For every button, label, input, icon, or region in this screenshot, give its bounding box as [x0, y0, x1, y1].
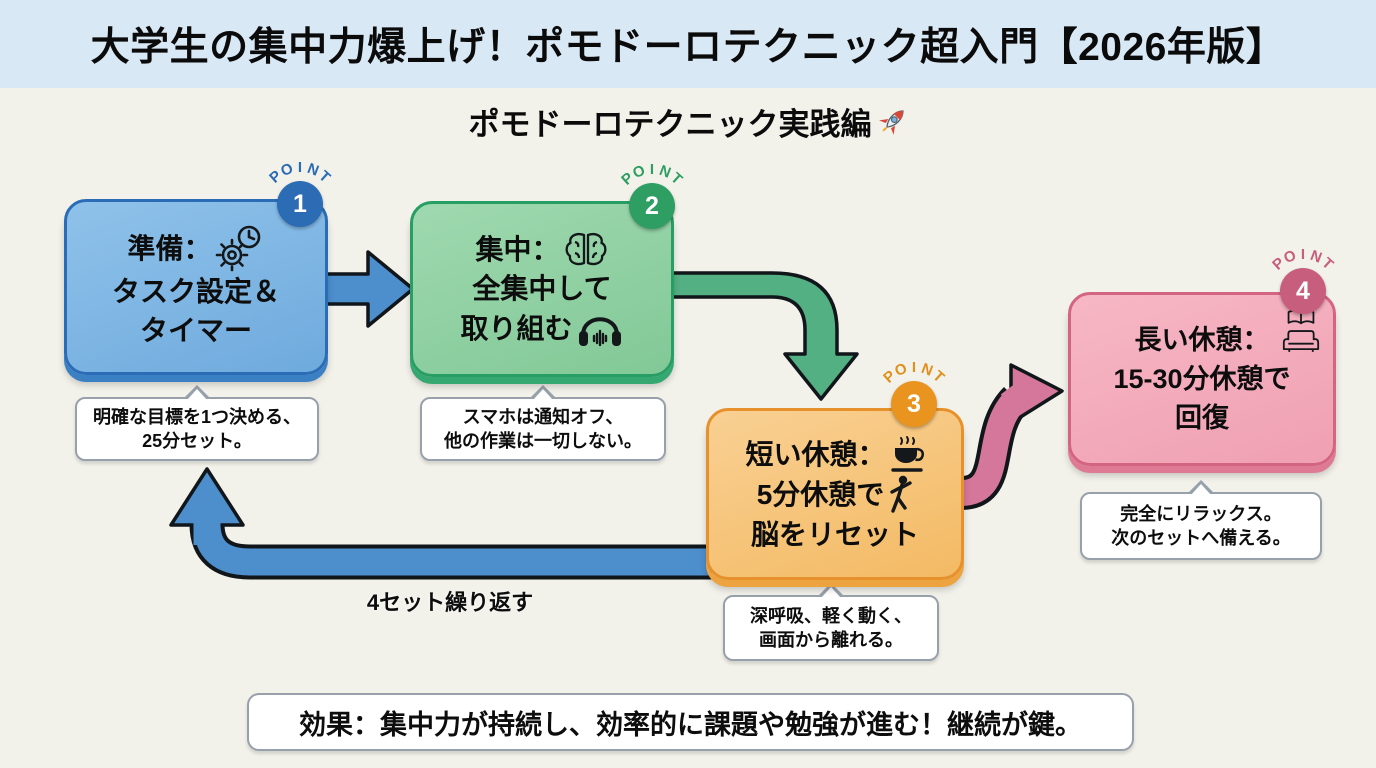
step3-line-3: 脳をリセット: [751, 515, 919, 554]
step4-title: 長い休憩：: [1134, 324, 1270, 355]
step4-line-2: 15-30分休憩で: [1113, 360, 1290, 399]
step3-line-3-text: 脳をリセット: [750, 518, 919, 550]
callout-step1-line1: 明確な目標を1つ決める、: [92, 406, 301, 427]
step2-line-3-text: 取り組む: [460, 312, 573, 344]
point-number-2: 2: [645, 191, 659, 220]
point-badge-4: 4: [1280, 268, 1326, 314]
step3-line-2-text: 5分休憩で: [756, 479, 885, 510]
point-number-3: 3: [907, 389, 921, 418]
callout-step3: 深呼吸、軽く動く、 画面から離れる。: [723, 583, 939, 661]
step4-box: 長い休憩： 15-30分休憩で 回復: [1068, 292, 1336, 466]
headphones-icon: [578, 317, 621, 347]
step3-title: 短い休憩：: [745, 439, 886, 470]
step1-title: 準備：: [127, 232, 212, 264]
callout-step4: 完全にリラックス。 次のセットへ備える。: [1080, 480, 1322, 560]
step4-line-2-text: 15-30分休憩で: [1113, 363, 1291, 394]
step2-title: 集中：: [475, 234, 560, 265]
point-badge-3: 3: [891, 381, 937, 427]
step4-line-3: 回復: [1175, 399, 1229, 438]
point-badge-1: 1: [277, 181, 323, 227]
step2-line-3: 取り組む: [460, 308, 623, 348]
step1-line-1: 準備：: [127, 224, 264, 272]
page-title: 大学生の集中力爆上げ！ポモドーロテクニック超入門【2026年版】: [90, 26, 1286, 69]
step1-line-2-text: タスク設定＆: [111, 276, 280, 307]
step1-line-3-text: タイマー: [139, 315, 252, 346]
arrow-step2-to-step3: [668, 271, 859, 401]
coffee-icon: [890, 435, 924, 472]
callout-step1-line2: 25分セット。: [142, 431, 252, 451]
effect-text: 効果：集中力が持続し、効率的に課題や勉強が進む！継続が鍵。: [299, 709, 1082, 740]
callout-step4-line2: 次のセットへ備える。: [1111, 528, 1291, 548]
point-number-1: 1: [293, 189, 307, 218]
step2-line-2: 全集中して: [472, 269, 611, 308]
step3-box: 短い休憩： 5分休憩で: [706, 408, 964, 580]
callout-step3-line1: 深呼吸、軽く動く、: [750, 605, 912, 626]
arrow-step1-to-step2: [322, 250, 415, 328]
step4-line-3-text: 回復: [1175, 402, 1229, 433]
arrow-step3-to-step4: [957, 363, 1064, 510]
rocket-icon: [878, 110, 904, 135]
callout-step2: スマホは通知オフ、 他の作業は一切しない。: [420, 385, 666, 461]
sofa-icon: [1282, 330, 1320, 352]
step3-line-1: 短い休憩：: [745, 435, 924, 475]
callout-step1: 明確な目標を1つ決める、 25分セット。: [75, 385, 319, 461]
point-badge-2: 2: [629, 183, 675, 229]
step4-line-1: 長い休憩：: [1135, 321, 1270, 360]
brain-icon: [565, 232, 606, 265]
subtitle-text: ポモドーロテクニック実践編: [468, 106, 872, 142]
arrow-loop-back: [169, 467, 712, 580]
effect-box: 効果：集中力が持続し、効率的に課題や勉強が進む！継続が鍵。: [247, 693, 1134, 751]
step1-line-2: タスク設定＆: [112, 272, 280, 311]
step2-line-2-text: 全集中して: [472, 273, 612, 304]
point-number-4: 4: [1296, 276, 1310, 305]
step2-box: 集中： 全集中して 取り組む: [410, 201, 674, 377]
callout-step4-line1: 完全にリラックス。: [1120, 503, 1282, 524]
callout-step3-line2: 画面から離れる。: [759, 630, 903, 650]
step1-line-3: タイマー: [140, 311, 252, 350]
callout-step2-line2: 他の作業は一切しない。: [444, 431, 642, 451]
loop-label: 4セット繰り返す: [366, 590, 534, 615]
step3-line-2: 5分休憩で: [757, 475, 914, 515]
subtitle: ポモドーロテクニック実践編: [0, 98, 1376, 144]
stretch-person-icon: [890, 475, 912, 513]
step1-box: 準備： タスク設定＆ タイマー: [64, 199, 328, 375]
callout-step2-line1: スマホは通知オフ、: [462, 406, 624, 427]
step2-line-1: 集中：: [475, 230, 608, 269]
book-sofa-icon: [1282, 309, 1320, 354]
gear-clock-icon: [215, 225, 260, 272]
header-banner: 大学生の集中力爆上げ！ポモドーロテクニック超入門【2026年版】: [0, 0, 1376, 88]
